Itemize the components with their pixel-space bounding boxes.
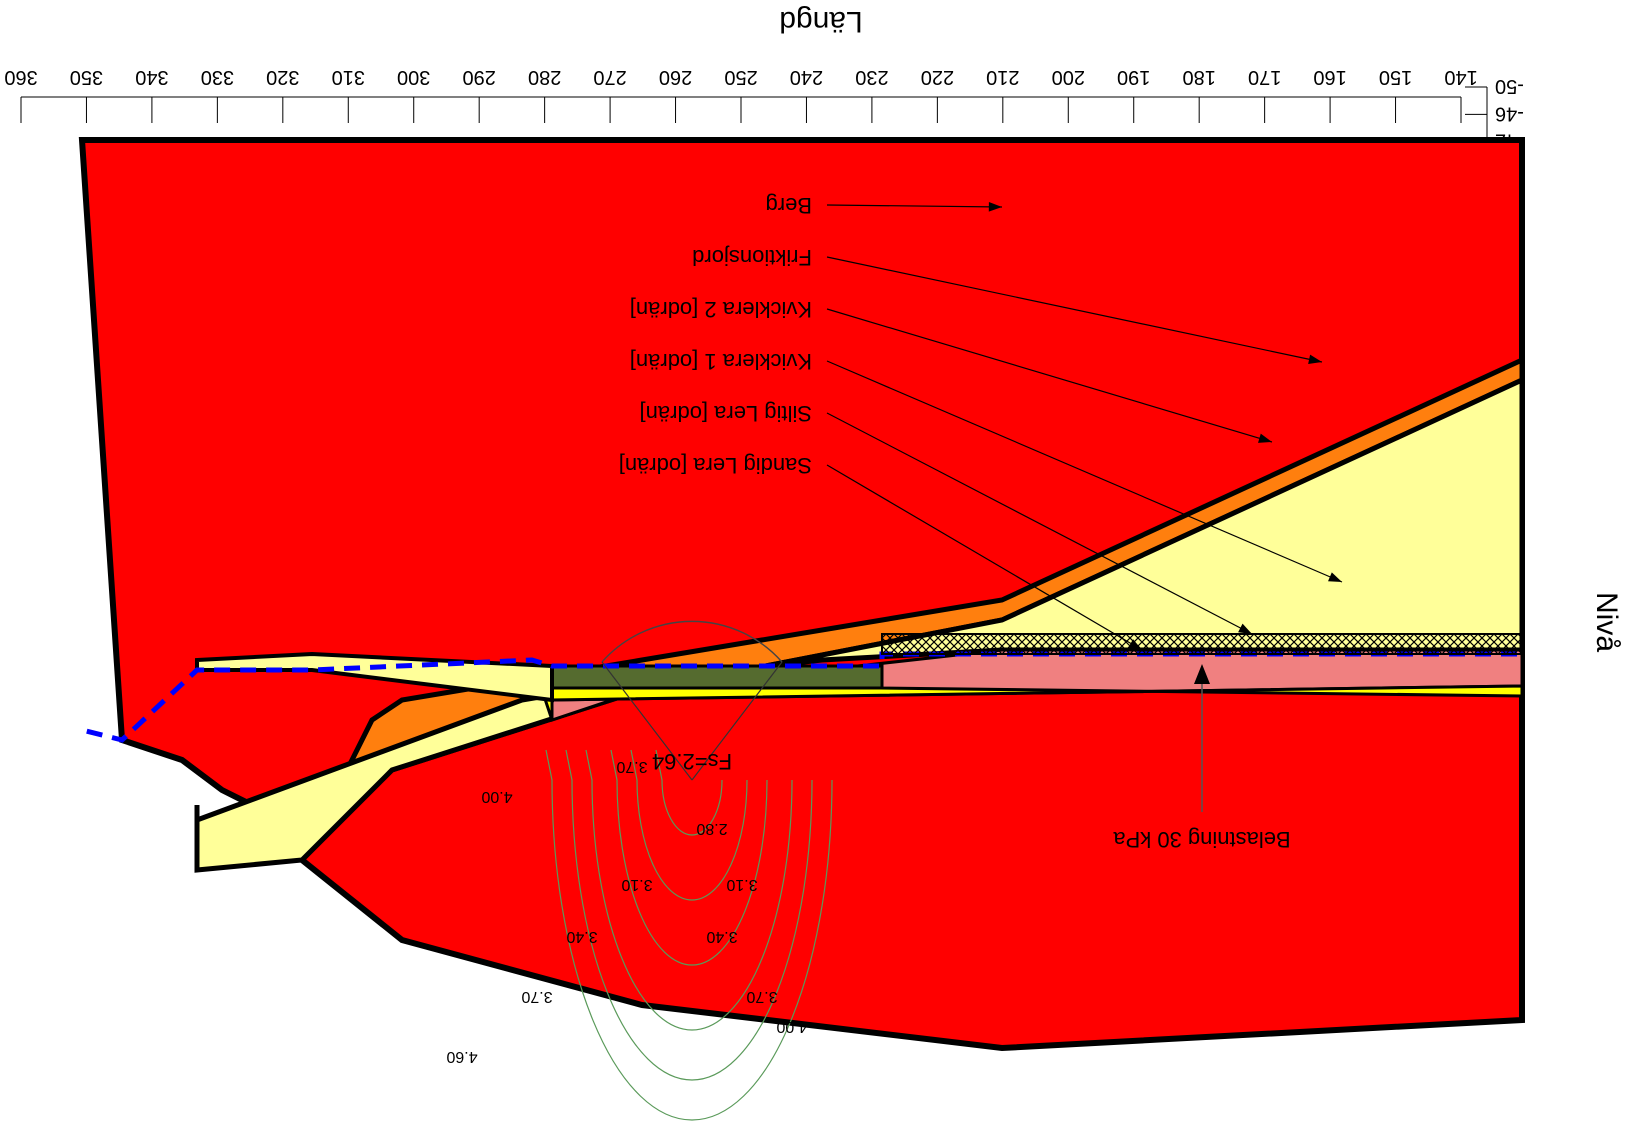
slip-radius-left [691,661,783,781]
y-axis-title: Nivå [1590,592,1623,652]
layer-pointer-line [826,308,1273,443]
load-label: Belastning 30 kPa [1113,827,1291,852]
x-tick-label: 310 [332,66,365,88]
x-tick-label: 340 [135,66,168,88]
layer-pointer-line [826,204,1003,208]
layer-sandig-lera [550,664,884,690]
rotated-diagram: Längd Nivå 140 150 160 170 180 190 200 210 220 23… [4,5,1623,1121]
contour-line [630,749,748,901]
y-tick-label: -46 [1495,102,1524,124]
x-tick-label: 210 [986,66,1019,88]
layer-pointer-line [826,412,1253,635]
contour-value-label: 3.10 [726,876,757,893]
layer-pointer-line [826,360,1343,583]
layer-label: Friktionsjord [692,245,812,270]
layer-pointer-head [1238,623,1252,634]
x-tick-label: 160 [1313,66,1346,88]
contour-line [585,749,793,1031]
x-tick-label: 170 [1248,66,1281,88]
x-tick-label: 280 [528,66,561,88]
x-tick-label: 350 [70,66,103,88]
contour-line [610,749,768,966]
contour-value-label: 4.00 [481,788,512,805]
layer-label: Sandig Lera [odrän] [619,453,812,478]
contour-value-label: 4.60 [446,1048,477,1065]
x-axis: 140 150 160 170 180 190 200 210 220 230 240 250 260 2… [4,66,1478,123]
contour-value-label: 3.40 [566,928,597,945]
layer-pointer-head [1328,572,1342,582]
contour-value-label: 2.80 [696,820,727,837]
x-tick-label: 270 [593,66,626,88]
contour-line [655,749,723,836]
x-tick-label: 180 [1182,66,1215,88]
contour-value-label: 3.10 [621,876,652,893]
x-tick-label: 140 [1444,66,1477,88]
x-tick-label: 300 [397,66,430,88]
layer-pointer-head [1128,639,1142,650]
x-tick-label: 220 [921,66,954,88]
layer-pointer-head [1308,354,1322,364]
contour-value-label: 3.70 [746,988,777,1005]
contour-line [565,749,813,1081]
layer-label: Siltig Lera [odrän] [640,401,812,426]
layer-pointer-head [1258,433,1272,443]
layer-label: Berg [766,193,812,218]
slip-radius-right [601,661,693,781]
load-area [881,633,1523,655]
x-tick-label: 150 [1379,66,1412,88]
x-tick-label: 190 [1117,66,1150,88]
slip-circle [601,620,783,663]
layer-pointer-line [826,256,1323,363]
x-tick-label: 320 [266,66,299,88]
x-tick-label: 360 [4,66,37,88]
x-tick-label: 250 [724,66,757,88]
layer-label: Kvicklera 2 [odrän] [630,297,812,322]
x-tick-label: 200 [1052,66,1085,88]
y-tick-label: -50 [1495,75,1524,97]
contour-value-label: 3.70 [521,988,552,1005]
x-tick-label: 240 [790,66,823,88]
x-axis-title: Längd [779,5,862,38]
layer-pointer-head [988,202,1002,212]
safety-factor-contours: 2.80 3.10 3.10 3.40 3.40 3.70 3.70 3.70 4.00 4.00… [446,749,833,1121]
x-tick-label: 260 [659,66,692,88]
layer-label: Kvicklera 1 [odrän] [630,349,812,374]
contour-value-label: 3.40 [706,928,737,945]
layer-pointer-line [826,464,1143,651]
safety-factor-label: Fs=2.64 [652,749,732,774]
contour-value-label: 4.00 [776,1018,807,1035]
x-tick-label: 290 [462,66,495,88]
x-tick-label: 330 [201,66,234,88]
contour-value-label: 3.70 [616,758,647,775]
x-tick-label: 230 [855,66,888,88]
contour-line [545,749,833,1121]
load-arrow-head [1194,664,1210,684]
water-table-line [81,651,1517,743]
